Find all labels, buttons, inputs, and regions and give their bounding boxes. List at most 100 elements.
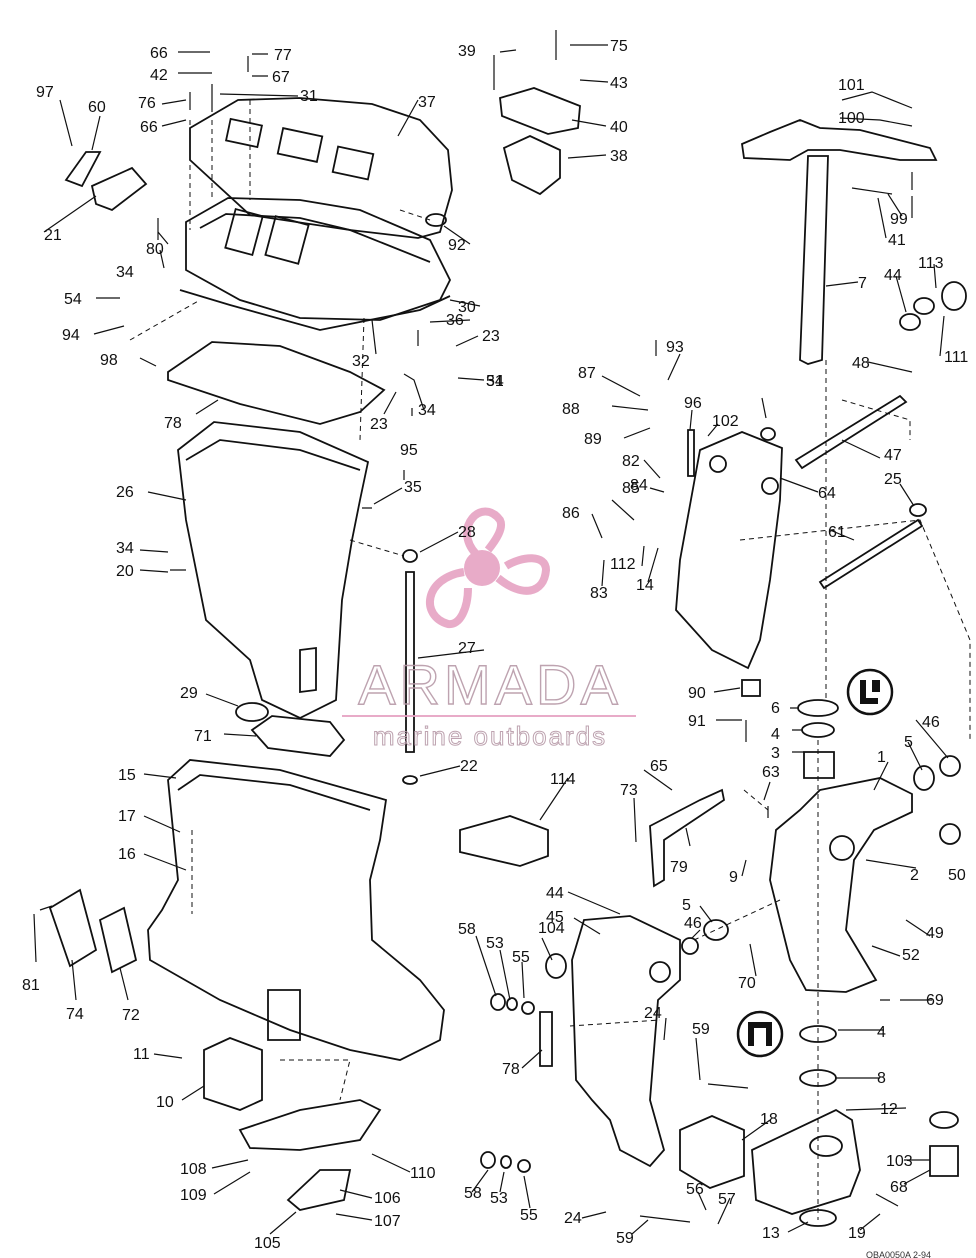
callout: 65 bbox=[650, 758, 668, 775]
callout: 21 bbox=[44, 227, 62, 244]
callout: 34 bbox=[116, 540, 134, 557]
callout: 78 bbox=[502, 1061, 520, 1078]
callout: 43 bbox=[610, 75, 628, 92]
callout: 58 bbox=[464, 1185, 482, 1202]
callout: 39 bbox=[458, 43, 476, 60]
callout: 23 bbox=[482, 328, 500, 345]
callout: 2 bbox=[910, 867, 919, 884]
callout: 72 bbox=[122, 1007, 140, 1024]
callout: 49 bbox=[926, 925, 944, 942]
callout: 37 bbox=[418, 94, 436, 111]
callout: 26 bbox=[116, 484, 134, 501]
callout: 68 bbox=[890, 1179, 908, 1196]
callout: 74 bbox=[66, 1006, 84, 1023]
callout: 100 bbox=[838, 110, 865, 127]
callout: 1 bbox=[877, 749, 886, 766]
callout: 34 bbox=[116, 264, 134, 281]
callout: 101 bbox=[838, 77, 865, 94]
callout: 56 bbox=[686, 1181, 704, 1198]
callout: 20 bbox=[116, 563, 134, 580]
callout: 5 bbox=[904, 734, 913, 751]
callout: 40 bbox=[610, 119, 628, 136]
callout: 44 bbox=[884, 267, 902, 284]
callout: 53 bbox=[486, 935, 504, 952]
callout: 60 bbox=[88, 99, 106, 116]
watermark-tagline: marine outboards bbox=[373, 721, 607, 751]
callout: 86 bbox=[562, 505, 580, 522]
callout: 99 bbox=[890, 211, 908, 228]
grease-icon bbox=[846, 668, 894, 716]
callout: 4 bbox=[877, 1024, 886, 1041]
callout: 102 bbox=[712, 413, 739, 430]
callout: 53 bbox=[490, 1190, 508, 1207]
part-exhaust-housing bbox=[177, 421, 370, 720]
callout: 8 bbox=[877, 1070, 886, 1087]
callout: 9 bbox=[729, 869, 738, 886]
callout: 98 bbox=[100, 352, 118, 369]
callout: 66 bbox=[140, 119, 158, 136]
footer-code: OBA0050A 2-94 bbox=[866, 1250, 931, 1258]
callout: 66 bbox=[150, 45, 168, 62]
callout: 55 bbox=[520, 1207, 538, 1224]
callout: 58 bbox=[458, 921, 476, 938]
callout: 13 bbox=[762, 1225, 780, 1242]
callout: 95 bbox=[400, 442, 418, 459]
callout: 64 bbox=[818, 485, 836, 502]
callout: 42 bbox=[150, 67, 168, 84]
part-water-tube bbox=[405, 571, 415, 753]
callout: 45 bbox=[546, 909, 564, 926]
callout: 77 bbox=[274, 47, 292, 64]
callout: 11 bbox=[133, 1046, 150, 1063]
callout: 87 bbox=[578, 365, 596, 382]
callout: 110 bbox=[410, 1165, 436, 1182]
callout: 29 bbox=[180, 685, 198, 702]
callout: 14 bbox=[636, 577, 654, 594]
parts-drawing bbox=[39, 30, 967, 1227]
callout: 70 bbox=[738, 975, 756, 992]
callout: 52 bbox=[902, 947, 920, 964]
callout: 48 bbox=[852, 355, 870, 372]
part-stern-bracket-left bbox=[571, 915, 681, 1168]
callout: 34 bbox=[486, 373, 504, 390]
callout: 34 bbox=[418, 402, 436, 419]
callout: 32 bbox=[352, 353, 370, 370]
callout: 15 bbox=[118, 767, 136, 784]
callout: 84 bbox=[630, 477, 648, 494]
callout: 93 bbox=[666, 339, 684, 356]
callout: 4 bbox=[771, 726, 780, 743]
callout: 106 bbox=[374, 1190, 401, 1207]
callout: 35 bbox=[404, 479, 422, 496]
callout: 55 bbox=[512, 949, 530, 966]
callout: 114 bbox=[550, 771, 576, 788]
callout: 67 bbox=[272, 69, 290, 86]
callout: 107 bbox=[374, 1213, 401, 1230]
callout: 83 bbox=[590, 585, 608, 602]
callout: 59 bbox=[692, 1021, 710, 1038]
callout: 91 bbox=[688, 713, 706, 730]
part-adapter-housing bbox=[185, 197, 452, 321]
callout: 5 bbox=[682, 897, 691, 914]
callout: 113 bbox=[918, 255, 944, 272]
callout: 111 bbox=[944, 349, 968, 366]
callout: 3 bbox=[771, 745, 780, 762]
callout: 54 bbox=[64, 291, 82, 308]
callout: 25 bbox=[884, 471, 902, 488]
callout: 109 bbox=[180, 1187, 207, 1204]
callout: 78 bbox=[164, 415, 182, 432]
callout: 28 bbox=[458, 524, 476, 541]
callout: 50 bbox=[948, 867, 966, 884]
callout: 46 bbox=[922, 714, 940, 731]
callout: 59 bbox=[616, 1230, 634, 1247]
part-swivel-bracket bbox=[675, 431, 783, 670]
callout: 94 bbox=[62, 327, 80, 344]
callout: 112 bbox=[610, 556, 636, 573]
callout: 22 bbox=[460, 758, 478, 775]
callout: 97 bbox=[36, 84, 54, 101]
callout: 17 bbox=[118, 808, 136, 825]
callout: 41 bbox=[888, 232, 906, 249]
callout: 88 bbox=[562, 401, 580, 418]
callout: 90 bbox=[688, 685, 706, 702]
callout-leaders bbox=[33, 44, 949, 1235]
callout: 18 bbox=[760, 1111, 778, 1128]
callout: 46 bbox=[684, 915, 702, 932]
